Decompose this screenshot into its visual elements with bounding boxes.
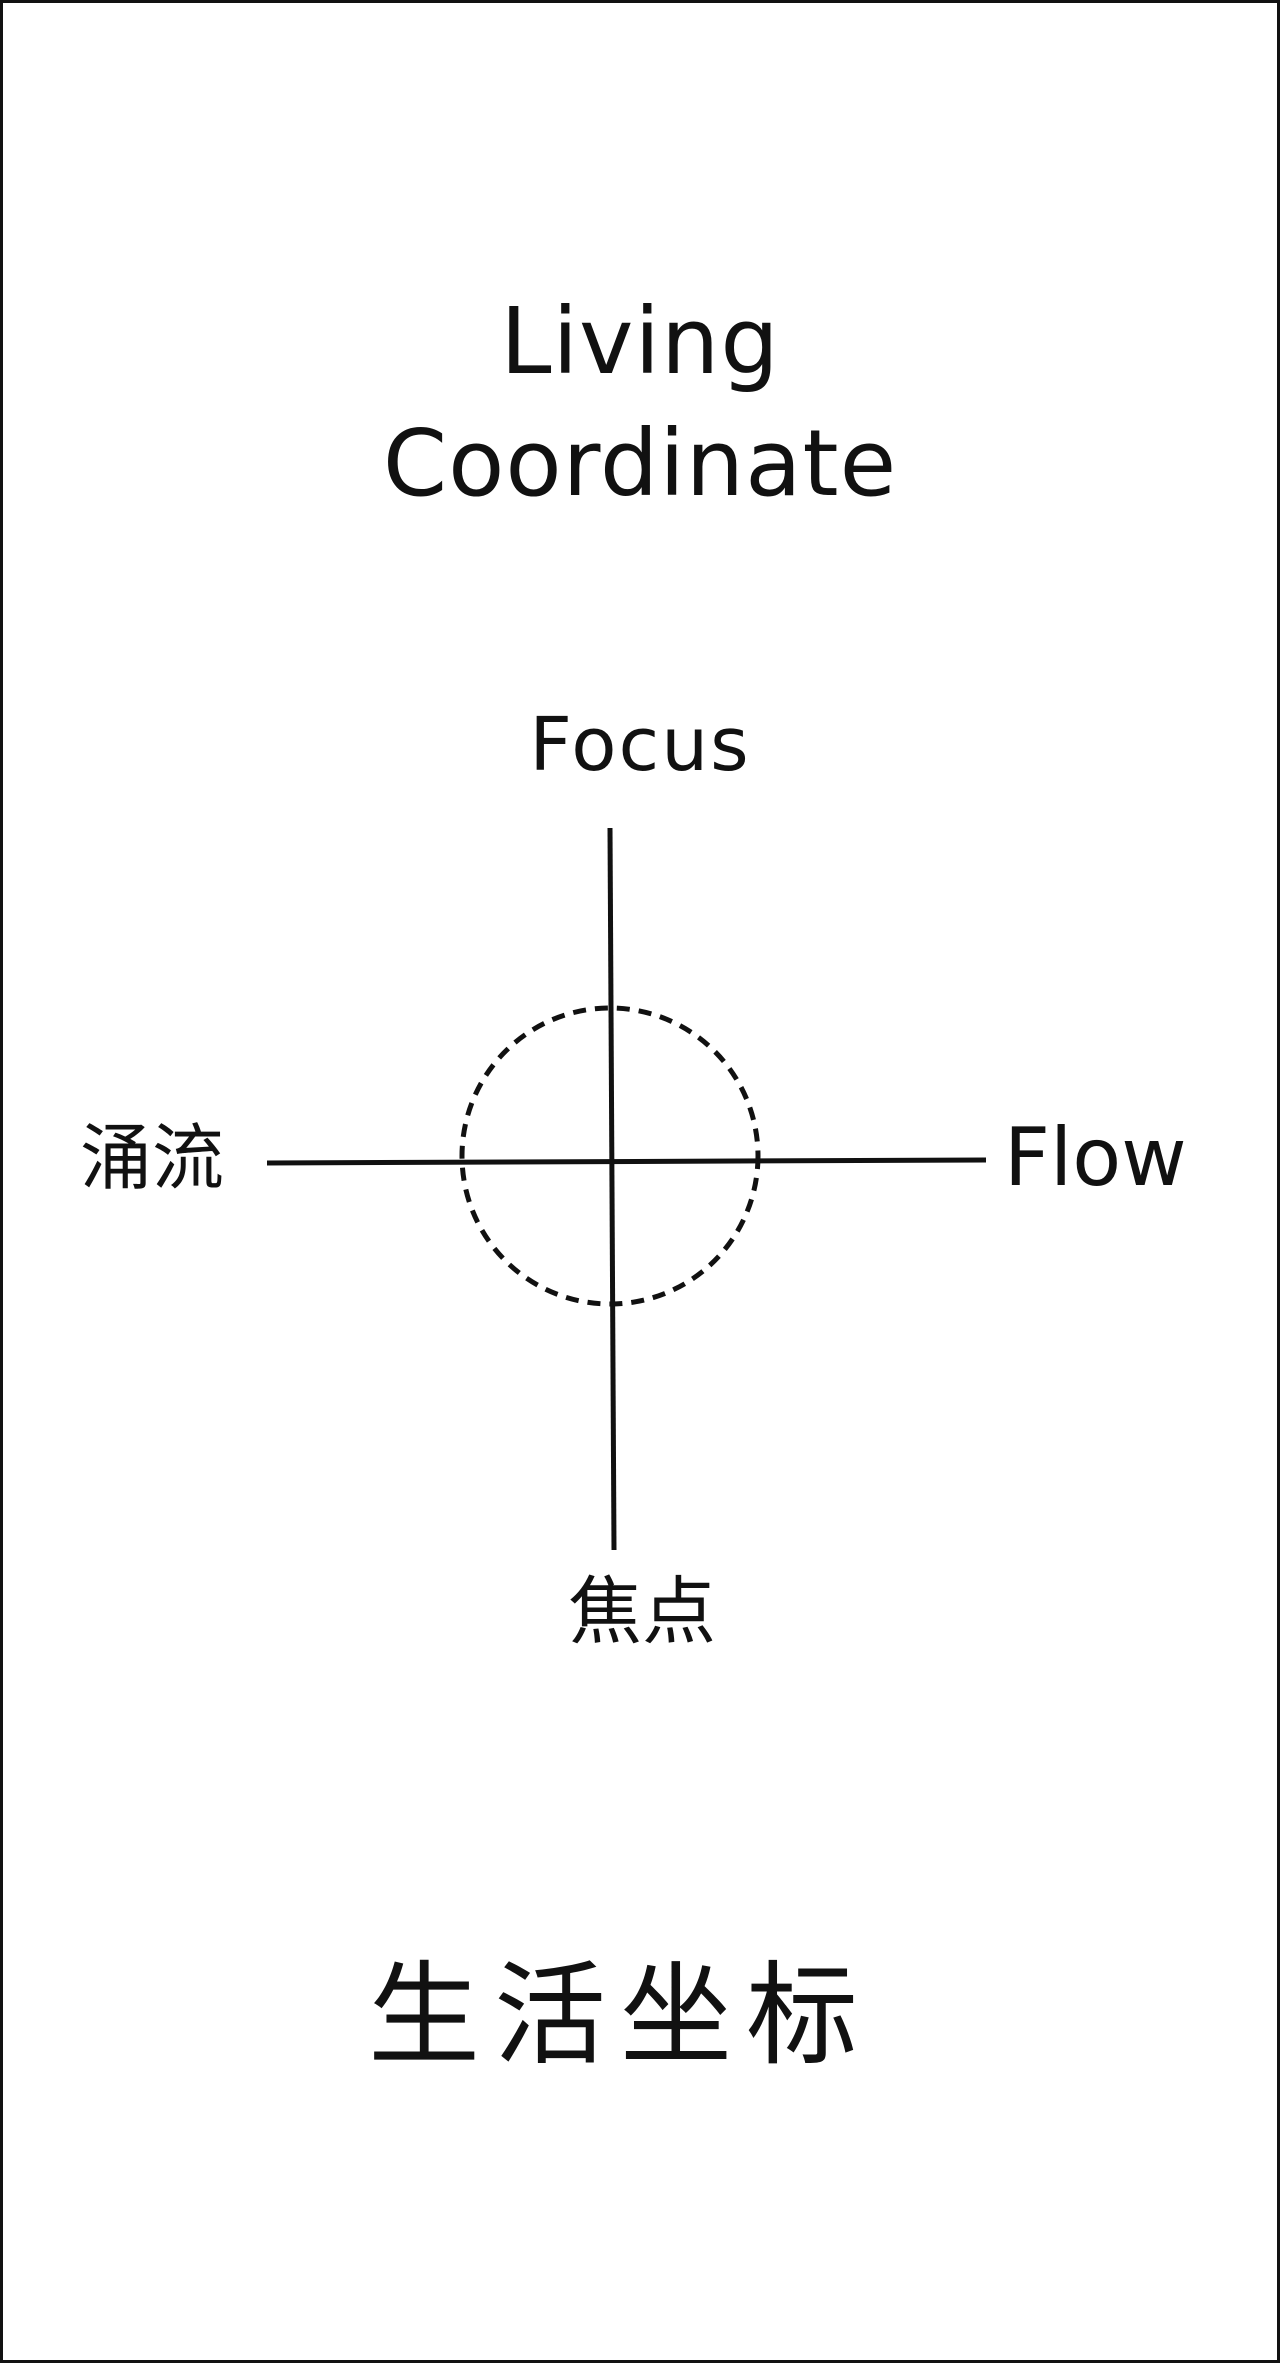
axis-label-left: 涌流: [80, 1116, 225, 1200]
title-line-1: Living: [500, 288, 780, 395]
dashed-center-circle: [459, 1005, 761, 1307]
horizontal-axis: [266, 1157, 987, 1166]
title-line-2: Coordinate: [382, 410, 898, 517]
axis-label-bottom: 焦点: [568, 1569, 716, 1655]
axis-label-top: Focus: [529, 702, 751, 788]
vertical-axis: [607, 827, 617, 1551]
bottom-title: 生活坐标: [368, 1951, 872, 2081]
axis-label-right: Flow: [1004, 1111, 1187, 1204]
